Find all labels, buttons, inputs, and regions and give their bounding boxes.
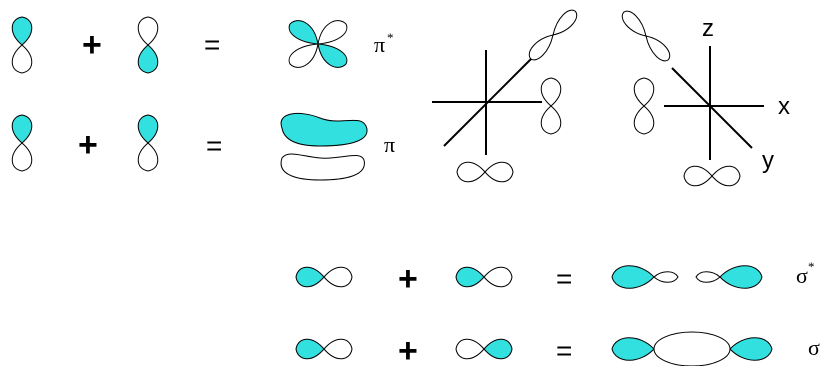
sigma-star-superscript: * (808, 259, 815, 274)
p-orbital-left (11, 16, 33, 74)
plus-sign: + (78, 126, 98, 164)
x-axis-label: x (778, 93, 790, 120)
p-orbital-left (11, 114, 33, 172)
pi-row: + = π (11, 112, 395, 181)
p-orbital-right (455, 338, 513, 360)
pi-star-orbital (288, 20, 348, 68)
diagonal-orbital (528, 9, 578, 61)
p-orbital-left (295, 338, 353, 360)
coordinate-system-right: z x y (664, 15, 790, 174)
pi-label: π (384, 132, 395, 157)
equals-sign: = (204, 29, 220, 60)
horizontal-orbital (683, 165, 741, 187)
sigma-star-row: + = σ * (295, 259, 815, 298)
sigma-star-label: σ (796, 263, 808, 288)
equals-sign: = (206, 130, 222, 161)
coordinate-system-left (432, 50, 542, 155)
equals-sign: = (556, 263, 572, 294)
pi-star-row: + = π * (11, 16, 394, 74)
y-axis (443, 53, 537, 147)
diagonal-orbital (621, 10, 671, 62)
vertical-orbital (633, 77, 655, 135)
sigma-bonding-orbital (611, 331, 773, 366)
sigma-star-orbital (611, 265, 763, 289)
plus-sign: + (82, 26, 102, 64)
equals-sign: = (556, 335, 572, 366)
plus-sign: + (398, 260, 418, 298)
p-orbital-right (137, 114, 159, 172)
sigma-row: + = σ (295, 331, 820, 366)
y-axis-label: y (762, 147, 774, 174)
y-axis (671, 67, 753, 149)
z-axis-label: z (702, 15, 714, 42)
horizontal-orbital (456, 161, 514, 183)
vertical-orbital (540, 77, 562, 135)
p-orbital-left (295, 266, 353, 288)
plus-sign: + (398, 332, 418, 366)
pi-star-label: π (374, 32, 385, 57)
sigma-label: σ (808, 335, 820, 360)
p-orbital-right (137, 16, 159, 74)
p-orbital-right (455, 266, 513, 288)
pi-star-superscript: * (387, 30, 394, 45)
pi-bonding-orbital (280, 112, 368, 181)
